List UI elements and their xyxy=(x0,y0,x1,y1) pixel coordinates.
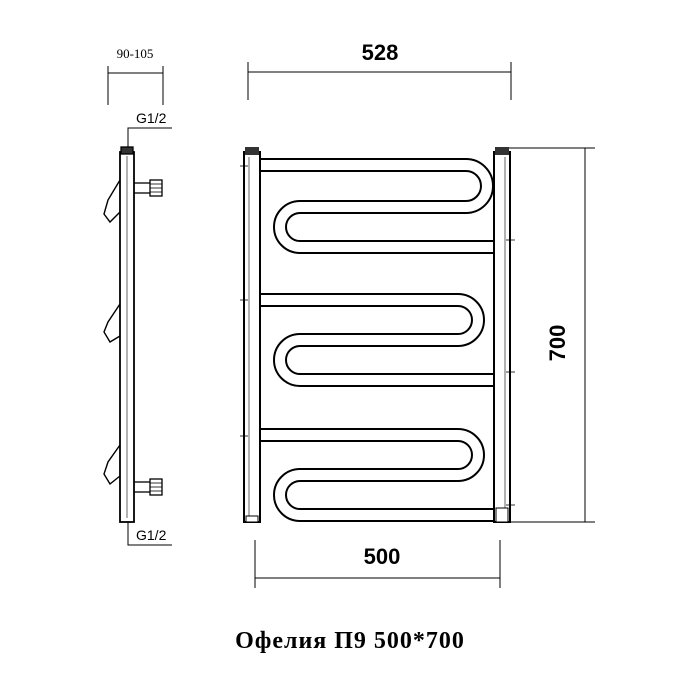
overall-width-label: 528 xyxy=(362,40,399,65)
right-collector xyxy=(493,147,511,523)
side-view xyxy=(103,66,172,546)
wall-offset-label: 90-105 xyxy=(117,46,154,61)
product-caption: Офелия П9 500*700 xyxy=(235,628,465,654)
thread-bottom-label: G1/2 xyxy=(136,527,167,543)
serpentine-section-3 xyxy=(255,428,500,522)
left-collector xyxy=(243,147,261,523)
serpentine-section-2 xyxy=(255,293,500,387)
pipe-width-label: 500 xyxy=(364,544,401,569)
front-view xyxy=(240,62,595,588)
height-label: 700 xyxy=(545,325,570,362)
thread-top-label: G1/2 xyxy=(136,110,167,126)
serpentine-section-1 xyxy=(255,158,500,254)
